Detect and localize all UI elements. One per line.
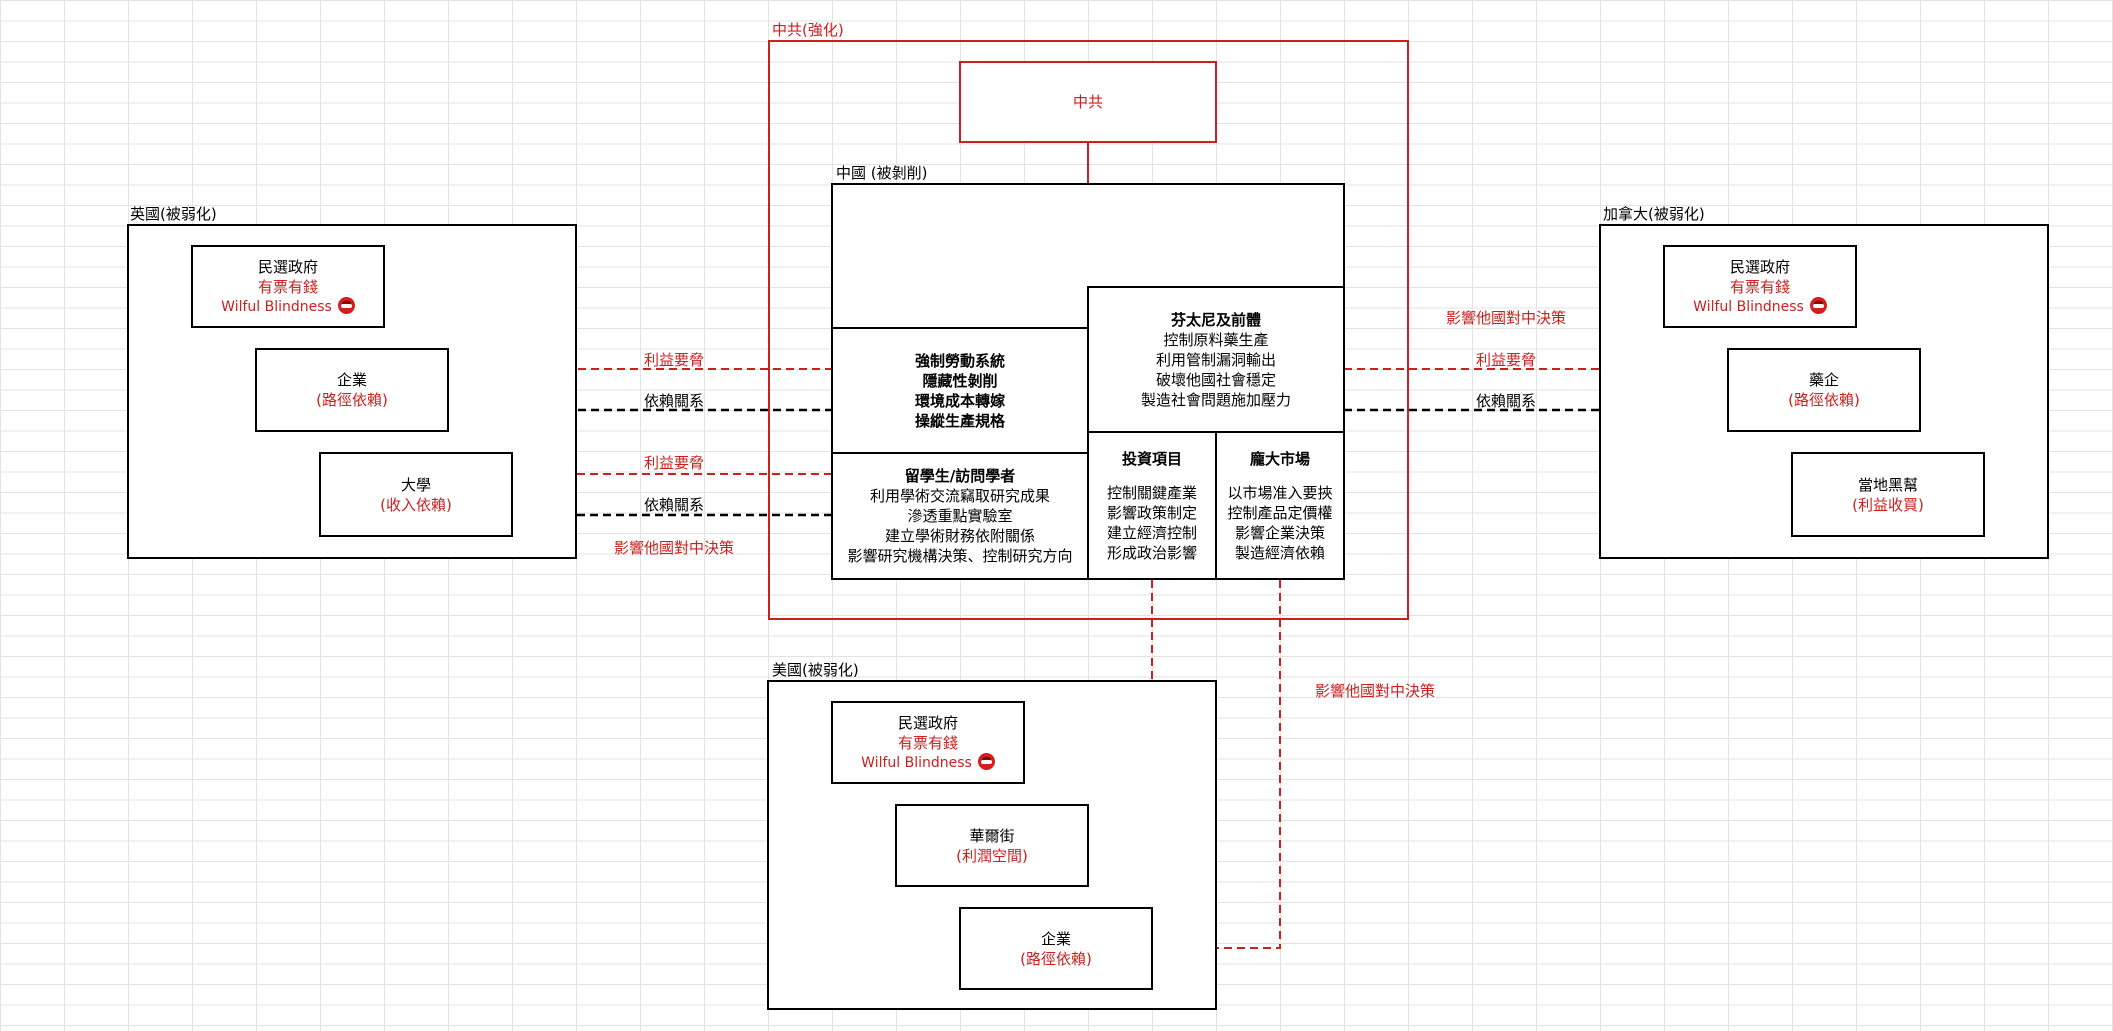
us-title: 美國(被弱化): [772, 661, 859, 679]
investment-box: 投資項目 控制關鍵產業 影響政策制定 建立經濟控制 形成政治影響: [1087, 431, 1217, 580]
labor-line-2: 隱藏性剝削: [922, 371, 998, 390]
fentanyl-title: 芬太尼及前體: [1170, 310, 1261, 329]
uk-gov-box: 民選政府 有票有錢 Wilful Blindness: [191, 245, 385, 328]
uk-gov-name: 民選政府: [257, 257, 318, 276]
canada-gang-name: 當地黑幫: [1857, 475, 1918, 494]
labor-line-1: 強制勞動系統: [914, 351, 1005, 370]
market-usbiz-line: [1152, 580, 1281, 949]
labor-line-3: 環境成本轉嫁: [914, 391, 1005, 410]
uk-biz-dependency-label: 依賴關系: [643, 392, 705, 410]
ccp-frame: [768, 40, 1409, 620]
canada-pharma-box: 藥企 (路徑依賴): [1727, 348, 1921, 432]
fentanyl-line-4: 製造社會問題施加壓力: [1140, 390, 1291, 409]
uk-title: 英國(被弱化): [130, 205, 217, 223]
fentanyl-line-1: 控制原料藥生產: [1163, 330, 1269, 349]
canada-gang-sub: (利益收買): [1852, 495, 1924, 514]
uk-biz-name: 企業: [336, 371, 367, 389]
investment-line-3: 建立經濟控制: [1106, 523, 1197, 542]
uk-uni-box: 大學 (收入依賴): [319, 452, 513, 537]
canada-gov-box: 民選政府 有票有錢 Wilful Blindness: [1663, 245, 1857, 328]
students-title: 留學生/訪問學者: [904, 467, 1016, 485]
students-box: 留學生/訪問學者 利用學術交流竊取研究成果 滲透重點實驗室 建立學術財務依附關係…: [831, 452, 1089, 580]
investment-line-4: 形成政治影響: [1106, 543, 1197, 562]
fentanyl-line-2: 利用管制漏洞輸出: [1155, 350, 1276, 369]
ccp-box: 中共: [959, 61, 1217, 143]
uk-uni-threat-label: 利益要脅: [643, 454, 705, 472]
canada-gov-name: 民選政府: [1729, 257, 1790, 276]
china-title: 中國 (被剝削): [836, 164, 928, 182]
us-wallstreet-box: 華爾街 (利潤空間): [895, 804, 1089, 887]
students-line-4: 影響研究機構決策、控制研究方向: [847, 547, 1073, 565]
uk-gov-note: Wilful Blindness: [221, 298, 332, 315]
us-biz-box: 企業 (路徑依賴): [959, 907, 1153, 990]
us-gov-name: 民選政府: [897, 713, 958, 732]
canada-pharma-name: 藥企: [1808, 371, 1839, 389]
ca-influence-label: 影響他國對中決策: [1445, 309, 1567, 327]
fentanyl-line-3: 破壞他國社會穩定: [1155, 370, 1276, 389]
us-influence-label: 影響他國對中決策: [1315, 682, 1436, 700]
students-line-2: 滲透重點實驗室: [907, 507, 1013, 525]
uk-biz-box: 企業 (路徑依賴): [255, 348, 449, 432]
market-line-2: 控制產品定價權: [1227, 503, 1333, 522]
ccp-frame-title: 中共(強化): [772, 21, 844, 39]
blindfold-face-icon: [1809, 297, 1827, 314]
market-title: 龐大市場: [1249, 449, 1310, 468]
canada-pharma-sub: (路徑依賴): [1788, 391, 1860, 409]
investment-line-2: 影響政策制定: [1106, 503, 1197, 522]
us-gov-sub: 有票有錢: [897, 733, 958, 752]
uk-uni-name: 大學: [400, 475, 431, 494]
canada-gov-note: Wilful Blindness: [1693, 298, 1804, 315]
labor-line-4: 操縱生產規格: [914, 411, 1005, 430]
ca-pharma-threat-label: 利益要脅: [1475, 351, 1537, 369]
us-gov-note: Wilful Blindness: [861, 754, 972, 771]
us-wallstreet-name: 華爾街: [969, 826, 1015, 845]
fentanyl-box: 芬太尼及前體 控制原料藥生產 利用管制漏洞輸出 破壞他國社會穩定 製造社會問題施…: [1087, 286, 1345, 433]
investment-title: 投資項目: [1121, 449, 1182, 468]
investment-line-1: 控制關鍵產業: [1106, 483, 1197, 502]
us-biz-name: 企業: [1040, 929, 1071, 948]
canada-gov-sub: 有票有錢: [1729, 277, 1790, 296]
students-line-1: 利用學術交流竊取研究成果: [869, 487, 1050, 505]
canada-title: 加拿大(被弱化): [1603, 205, 1705, 223]
market-line-4: 製造經濟依賴: [1234, 543, 1325, 562]
ccp-box-label: 中共: [1072, 93, 1103, 111]
market-line-3: 影響企業決策: [1234, 523, 1325, 542]
labor-box: 強制勞動系統 隱藏性剝削 環境成本轉嫁 操縱生產規格: [831, 327, 1089, 454]
ca-pharma-dependency-label: 依賴關系: [1475, 392, 1537, 410]
us-biz-sub: (路徑依賴): [1020, 949, 1092, 968]
uk-biz-sub: (路徑依賴): [316, 391, 388, 409]
market-box: 龐大市場 以市場准入要挾 控制產品定價權 影響企業決策 製造經濟依賴: [1215, 431, 1345, 580]
blindfold-face-icon: [337, 297, 355, 314]
us-wallstreet-sub: (利潤空間): [956, 846, 1028, 865]
us-gov-box: 民選政府 有票有錢 Wilful Blindness: [831, 701, 1025, 784]
students-line-3: 建立學術財務依附關係: [884, 527, 1035, 545]
uk-influence-label: 影響他國對中決策: [613, 539, 735, 557]
uk-uni-dependency-label: 依賴關系: [643, 496, 705, 514]
uk-uni-sub: (收入依賴): [380, 495, 452, 514]
uk-gov-sub: 有票有錢: [257, 277, 318, 296]
market-line-1: 以市場准入要挾: [1227, 483, 1333, 502]
uk-biz-threat-label: 利益要脅: [643, 351, 705, 369]
canada-gang-box: 當地黑幫 (利益收買): [1791, 452, 1985, 537]
blindfold-face-icon: [977, 753, 995, 770]
